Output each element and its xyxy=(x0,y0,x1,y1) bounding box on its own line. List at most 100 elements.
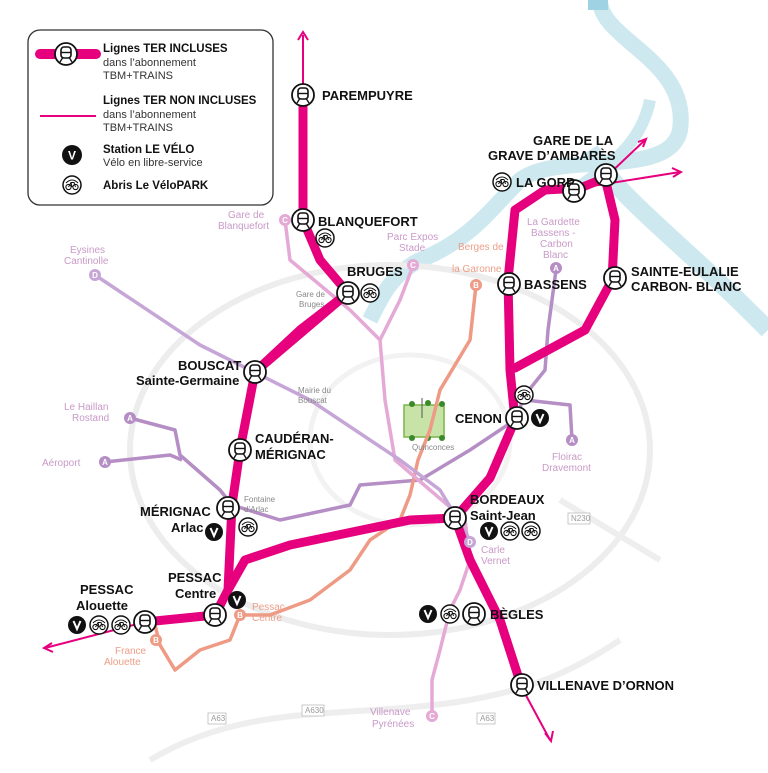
tram-terminus-pessac-centre: B Pessac Centre xyxy=(234,602,285,624)
tram-label: Parc Expos xyxy=(387,232,438,243)
label-merignac-1: MÉRIGNAC xyxy=(140,504,211,519)
legend-excluded-title: Lignes TER NON INCLUSES xyxy=(103,95,257,107)
station-pessac-alouette-park-icon-1 xyxy=(89,615,109,635)
tram-label: Stade xyxy=(399,243,426,254)
station-pessac-alouette-park-icon-2 xyxy=(111,615,131,635)
station-pessac-centre-train-icon[interactable] xyxy=(203,603,227,627)
tram-terminus-floirac: A Floirac Dravemont xyxy=(542,434,591,474)
label-la-gorp: LA GORP xyxy=(516,175,575,190)
legend-included-sub2: TBM+TRAINS xyxy=(103,70,173,82)
tram-label: Pyrénées xyxy=(372,719,414,730)
tram-label: Pessac xyxy=(252,602,285,613)
station-bouscat-train-icon[interactable] xyxy=(243,360,267,384)
ter-included-lines xyxy=(140,90,620,693)
tram-letter: D xyxy=(92,271,98,280)
station-cenon-train-icon[interactable] xyxy=(505,406,529,430)
label-bouscat-1: BOUSCAT xyxy=(178,358,241,373)
label-bordeaux-1: BORDEAUX xyxy=(470,492,545,507)
tram-letter: B xyxy=(473,281,479,290)
label-gare-bruges-1: Gare de xyxy=(296,290,325,299)
road-text: A63 xyxy=(211,714,226,723)
station-villenave-train-icon[interactable] xyxy=(510,673,534,697)
river-top-accent xyxy=(588,0,608,10)
tram-line-d xyxy=(94,273,472,541)
tram-letter: C xyxy=(410,261,416,270)
tram-terminus-aeroport: A Aéroport xyxy=(42,456,111,469)
station-cenon-park-icon xyxy=(514,385,534,405)
tram-label: la Garonne xyxy=(452,264,502,275)
tram-label: Berges de xyxy=(458,242,504,253)
tram-terminus-carle-vernet: D Carle Vernet xyxy=(464,536,510,567)
tram-label: Gare de xyxy=(228,210,265,221)
tram-terminus-villenave-pyrenees: C Villenave Pyrénées xyxy=(370,707,438,730)
station-cauderan-train-icon[interactable] xyxy=(228,438,252,462)
road-text: A630 xyxy=(305,706,324,715)
motorway-n230 xyxy=(558,497,662,563)
ring-road xyxy=(127,262,653,638)
tram-label: Dravemont xyxy=(542,463,591,474)
label-grave-2: GRAVE D’AMBARÈS xyxy=(488,148,616,163)
tram-label: Blanquefort xyxy=(218,221,269,232)
label-gare-bruges-2: Bruges xyxy=(299,300,324,309)
tram-letter: A xyxy=(127,414,133,423)
station-cenon-velo-icon xyxy=(530,408,550,428)
tram-terminus-gare-blanquefort: C Gare de Blanquefort xyxy=(218,210,291,232)
tram-label: Cantinolle xyxy=(64,256,109,267)
station-bordeaux-train-icon[interactable] xyxy=(443,506,467,530)
station-bruges-train-icon[interactable] xyxy=(336,281,360,305)
label-bouscat-2: Sainte-Germaine xyxy=(136,373,239,388)
tram-label: Bassens - xyxy=(531,228,575,239)
tram-label: Alouette xyxy=(104,657,141,668)
station-merignac-velo-icon xyxy=(204,522,224,542)
station-grave-train-icon[interactable] xyxy=(594,163,618,187)
legend-velo-title: Station LE VÉLO xyxy=(103,143,194,156)
tram-letter: A xyxy=(102,458,108,467)
station-blanquefort-train-icon[interactable] xyxy=(291,208,315,232)
label-merignac-2: Arlac xyxy=(171,520,204,535)
legend-velo-sub: Vélo en libre-service xyxy=(103,157,203,169)
tram-terminus-gardette: A La Gardette Bassens - Carbon Blanc xyxy=(527,217,580,274)
label-pessac-alouette-1: PESSAC xyxy=(80,582,134,597)
station-parempuyre-train-icon[interactable] xyxy=(291,83,315,107)
label-fontaine-2: d’Arlac xyxy=(244,505,268,514)
tram-line-a xyxy=(104,269,574,522)
legend-velopark-title: Abris Le VéloPARK xyxy=(103,180,209,192)
tram-terminus-haillan: A Le Haillan Rostand xyxy=(64,402,136,424)
tram-letter: C xyxy=(282,216,288,225)
tram-letter: C xyxy=(429,712,435,721)
tram-terminus-berges: B Berges de la Garonne xyxy=(452,242,504,291)
station-bordeaux-velo-icon xyxy=(479,521,499,541)
station-begles-park-icon xyxy=(440,604,460,624)
tram-letter: D xyxy=(467,538,473,547)
station-pessac-centre-velo-icon xyxy=(227,590,247,610)
tram-letter: A xyxy=(553,264,559,273)
station-la-gorp-park-icon xyxy=(492,172,512,192)
station-blanquefort-park-icon xyxy=(315,228,335,248)
station-sainte-eulalie-train-icon[interactable] xyxy=(603,266,627,290)
station-pessac-alouette-train-icon[interactable] xyxy=(133,610,157,634)
road-label-a63-east: A63 xyxy=(476,712,496,725)
label-fontaine-1: Fontaine xyxy=(244,495,276,504)
legend-excluded-sub2: TBM+TRAINS xyxy=(103,122,173,134)
tram-terminus-eysines: D Eysines Cantinolle xyxy=(64,245,109,281)
road-label-a63-west: A63 xyxy=(207,712,227,725)
tram-letter: B xyxy=(237,611,243,620)
road-text: N230 xyxy=(571,514,591,523)
label-quinconces: Quinconces xyxy=(412,443,454,452)
label-sainte-eulalie-1: SAINTE-EULALIE xyxy=(631,264,739,279)
quinconces-square xyxy=(403,404,445,438)
tram-label: Vernet xyxy=(481,556,510,567)
station-begles-train-icon[interactable] xyxy=(462,602,486,626)
label-pessac-centre-1: PESSAC xyxy=(168,570,222,585)
tram-label: Rostand xyxy=(72,413,109,424)
label-villenave: VILLENAVE D’ORNON xyxy=(537,678,674,693)
tram-label: Carbon xyxy=(540,239,573,250)
station-merignac-train-icon[interactable] xyxy=(216,496,240,520)
tram-label: Blanc xyxy=(543,250,568,261)
tram-label: Aéroport xyxy=(42,458,81,469)
label-blanquefort: BLANQUEFORT xyxy=(318,214,418,229)
label-parempuyre: PAREMPUYRE xyxy=(322,88,413,103)
station-bordeaux-park-icon-2 xyxy=(521,521,541,541)
tram-terminus-france-alouette: B France Alouette xyxy=(104,634,162,668)
station-bassens-train-icon[interactable] xyxy=(497,272,521,296)
